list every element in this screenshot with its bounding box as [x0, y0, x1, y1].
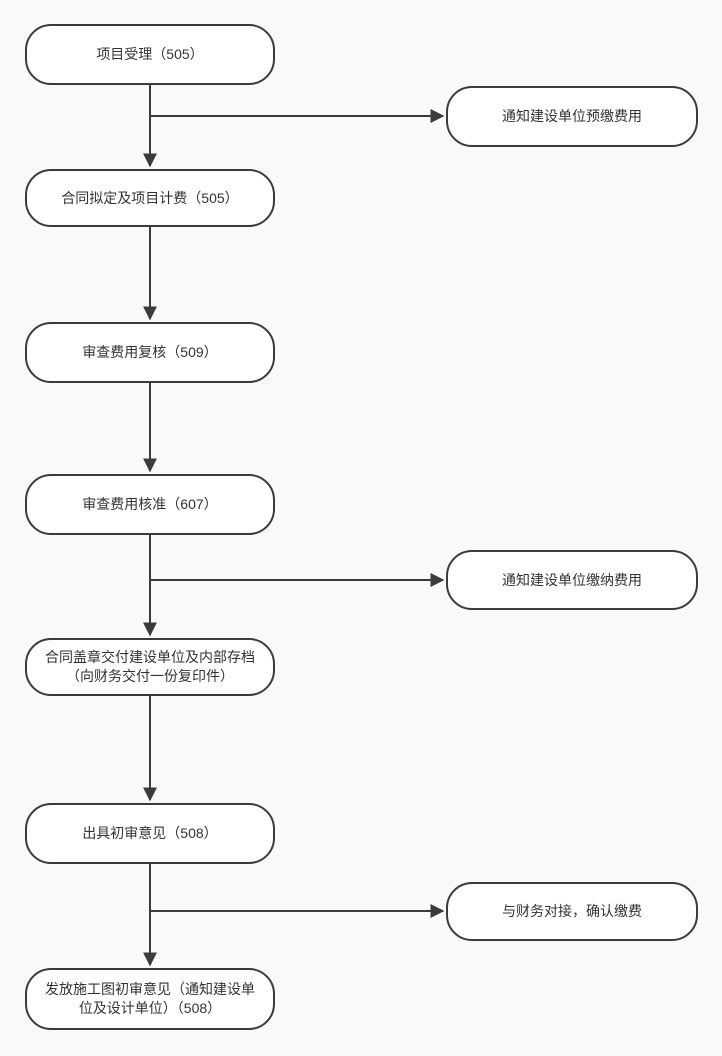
node-step-2: 合同拟定及项目计费（505） [25, 169, 275, 227]
node-step-6-label: 出具初审意见（508） [82, 825, 218, 841]
node-step-1: 项目受理（505） [25, 24, 275, 85]
node-step-7-label: 发放施工图初审意见（通知建设单位及设计单位）（508） [45, 981, 255, 1016]
node-step-3-label: 审查费用复核（509） [82, 344, 218, 360]
node-notice-pay: 通知建设单位缴纳费用 [446, 550, 698, 610]
node-notice-prepay: 通知建设单位预缴费用 [446, 86, 698, 147]
node-notice-prepay-label: 通知建设单位预缴费用 [502, 108, 642, 124]
node-step-6: 出具初审意见（508） [25, 803, 275, 864]
node-step-5: 合同盖章交付建设单位及内部存档（向财务交付一份复印件） [25, 638, 275, 696]
node-step-1-label: 项目受理（505） [96, 46, 204, 62]
node-notice-pay-label: 通知建设单位缴纳费用 [502, 571, 642, 588]
node-step-2-label: 合同拟定及项目计费（505） [61, 189, 239, 206]
node-step-4-label: 审查费用核准（607） [82, 496, 218, 512]
node-notice-finance-label: 与财务对接，确认缴费 [502, 903, 642, 919]
node-step-4: 审查费用核准（607） [25, 474, 275, 535]
node-step-3: 审查费用复核（509） [25, 322, 275, 383]
node-step-7: 发放施工图初审意见（通知建设单位及设计单位）（508） [25, 968, 275, 1030]
node-step-5-label: 合同盖章交付建设单位及内部存档（向财务交付一份复印件） [45, 649, 255, 684]
node-notice-finance: 与财务对接，确认缴费 [446, 882, 698, 941]
